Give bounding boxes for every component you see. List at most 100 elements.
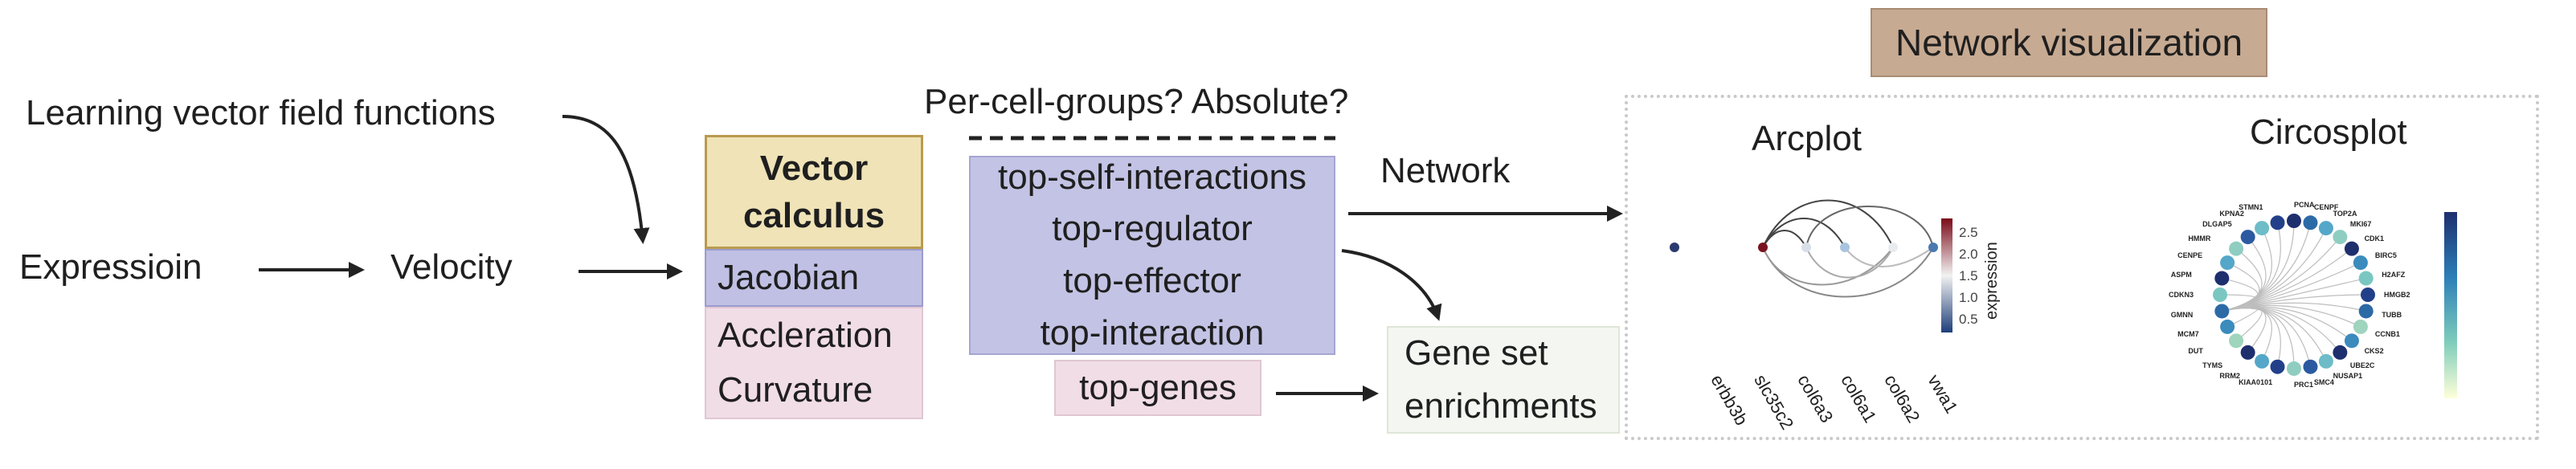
expression-label: Expressioin xyxy=(19,247,202,287)
arc-node xyxy=(1888,243,1898,252)
circos-node xyxy=(2344,333,2359,349)
top-genes-label: top-genes xyxy=(1079,368,1237,407)
network-visualization-title: Network visualization xyxy=(1871,8,2267,77)
circos-node xyxy=(2229,241,2244,256)
per-cell-label: Per-cell-groups? Absolute? xyxy=(924,82,1349,121)
network-label: Network xyxy=(1380,151,1511,190)
colorbar-tick: 1.0 xyxy=(1959,290,1978,305)
circos-node xyxy=(2220,319,2235,334)
acceleration-label: Accleration xyxy=(718,315,893,355)
circos-node xyxy=(2318,221,2333,236)
circos-gene-label: TOP2A xyxy=(2333,210,2357,218)
circos-gene-label: RRM2 xyxy=(2219,371,2240,380)
circos-node xyxy=(2214,271,2230,286)
top-item: top-regulator xyxy=(1052,209,1253,249)
circos-node xyxy=(2287,361,2301,376)
arc-node xyxy=(1670,243,1679,252)
circos-gene-label: GMNN xyxy=(2170,310,2194,319)
circos-gene-label: PCNA xyxy=(2294,201,2315,209)
arcplot xyxy=(1670,199,1938,298)
top-item: top-interaction xyxy=(1040,312,1265,353)
arc-node xyxy=(1928,243,1938,252)
gene-set-line2: enrichments xyxy=(1405,386,1597,426)
arc-edge xyxy=(1762,199,1894,248)
circos-node xyxy=(2358,304,2374,319)
circos-node xyxy=(2303,215,2318,230)
colorbar-tick: 1.5 xyxy=(1959,268,1978,283)
gene-set-line1: Gene set xyxy=(1405,333,1548,373)
top-item: top-effector xyxy=(1063,261,1241,300)
circosplot xyxy=(2213,214,2375,376)
circos-node xyxy=(2361,288,2375,302)
arc-edge xyxy=(1844,247,1934,267)
top-item: top-self-interactions xyxy=(998,157,1306,197)
vector-calculus-line1: Vector xyxy=(759,148,869,188)
circos-gene-label: TYMS xyxy=(2202,361,2223,369)
arcplot-colorbar xyxy=(1941,218,1952,332)
circos-gene-label: CCNB1 xyxy=(2374,329,2400,338)
arc-edge xyxy=(1762,247,1894,286)
circos-node xyxy=(2318,353,2333,369)
circos-gene-label: HMGB2 xyxy=(2384,291,2410,299)
circos-gene-label: PRC1 xyxy=(2294,381,2314,389)
colorbar-tick: 0.5 xyxy=(1959,312,1978,327)
circos-gene-label: TUBB xyxy=(2382,310,2402,319)
network-visualization-frame xyxy=(1625,95,2539,440)
jacobian-label: Jacobian xyxy=(718,258,860,297)
colorbar-tick: 2.0 xyxy=(1959,247,1978,262)
circos-gene-label: NUSAP1 xyxy=(2333,371,2363,380)
circos-gene-label: MKI67 xyxy=(2349,220,2372,229)
arcplot-title: Arcplot xyxy=(1752,119,1862,158)
circosplot-title: Circosplot xyxy=(2250,112,2407,152)
circos-gene-label: CDKN3 xyxy=(2169,291,2194,299)
vector-calculus-box: Vector calculus xyxy=(705,135,923,249)
circos-gene-label: KIAA0101 xyxy=(2239,378,2273,387)
circos-gene-label: UBE2C xyxy=(2349,361,2375,369)
circos-gene-label: CENPF xyxy=(2313,202,2339,211)
arc-node xyxy=(1801,243,1811,252)
arc-edge xyxy=(1805,206,1934,248)
circos-node xyxy=(2270,215,2285,230)
arc-edge xyxy=(1762,247,1934,298)
top-genes-box: top-genes xyxy=(1054,360,1261,416)
circos-node xyxy=(2333,345,2348,360)
circos-node xyxy=(2255,353,2270,369)
circos-node xyxy=(2240,345,2255,360)
learning-label: Learning vector field functions xyxy=(26,93,496,133)
circos-colorbar xyxy=(2444,212,2457,398)
circos-node xyxy=(2270,359,2285,374)
circos-edge xyxy=(2222,222,2281,312)
acceleration-curvature-box: Accleration Curvature xyxy=(705,307,923,419)
circos-node xyxy=(2353,319,2368,334)
circos-node xyxy=(2229,333,2244,349)
arc-node xyxy=(1758,243,1768,252)
circos-gene-label: HMMR xyxy=(2188,234,2211,243)
curvature-label: Curvature xyxy=(718,370,873,410)
vector-calculus-line2: calculus xyxy=(742,196,885,235)
velocity-label: Velocity xyxy=(390,247,513,287)
arrow-learning-to-vc xyxy=(562,115,650,244)
circos-node xyxy=(2333,230,2348,245)
circos-gene-label: STMN1 xyxy=(2239,202,2263,211)
circos-gene-label: KPNA2 xyxy=(2219,210,2244,218)
circos-gene-label: ASPM xyxy=(2170,271,2192,279)
arrow-to-gene-set xyxy=(1341,249,1442,321)
circos-node xyxy=(2344,241,2359,256)
colorbar-label: expression xyxy=(1983,242,2001,320)
circos-gene-label: CENPE xyxy=(2177,251,2203,260)
circos-node xyxy=(2213,288,2227,302)
circos-gene-label: CDK1 xyxy=(2364,234,2385,243)
circos-node xyxy=(2287,214,2301,228)
circos-gene-label: MCM7 xyxy=(2177,329,2199,338)
colorbar-tick: 2.5 xyxy=(1959,225,1978,240)
circos-gene-label: DLGAP5 xyxy=(2202,220,2232,229)
jacobian-box: Jacobian xyxy=(705,249,923,307)
gene-set-box: Gene set enrichments xyxy=(1387,326,1620,434)
circos-gene-label: H2AFZ xyxy=(2382,271,2406,279)
circos-node xyxy=(2358,271,2374,286)
circos-node xyxy=(2353,255,2368,271)
circos-node xyxy=(2303,359,2318,374)
arc-node xyxy=(1840,243,1850,252)
circos-gene-label: SMC4 xyxy=(2313,378,2334,387)
